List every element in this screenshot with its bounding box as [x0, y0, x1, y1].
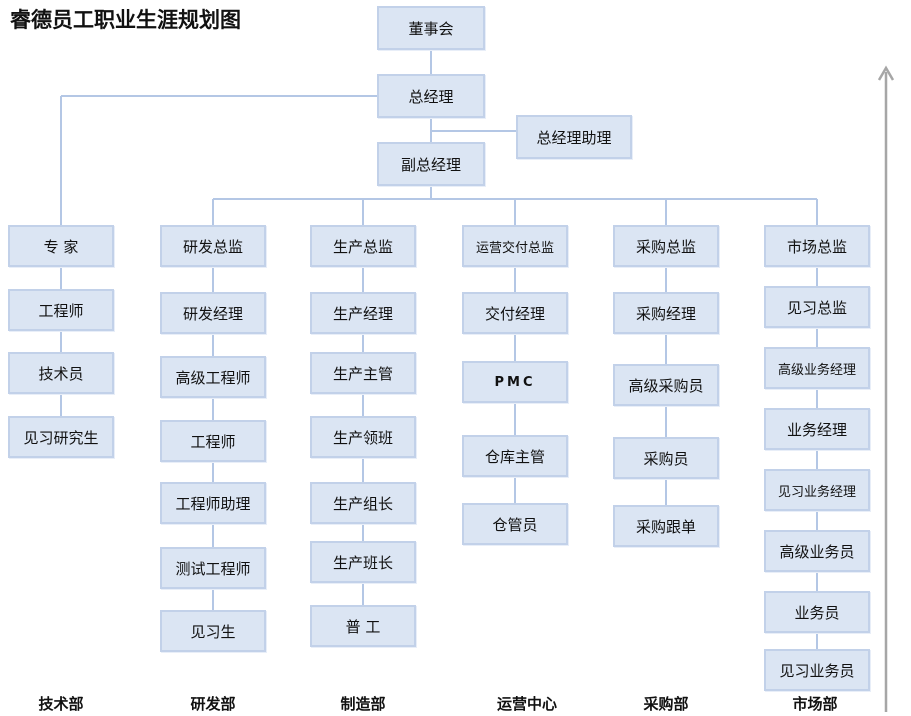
role-box: 采购总监 — [613, 225, 719, 267]
role-box: 见习业务经理 — [764, 469, 870, 511]
role-box: 运营交付总监 — [462, 225, 568, 267]
role-box: 生产经理 — [310, 292, 416, 334]
department-label: 制造部 — [340, 695, 386, 713]
role-box: 仓管员 — [462, 503, 568, 545]
role-box: 见习总监 — [764, 286, 870, 328]
role-box: 工程师助理 — [160, 482, 266, 524]
role-box: 研发经理 — [160, 292, 266, 334]
department-label: 技术部 — [38, 695, 84, 713]
role-box: 测试工程师 — [160, 547, 266, 589]
role-box: 高级工程师 — [160, 356, 266, 398]
role-box: 采购经理 — [613, 292, 719, 334]
board-box: 董事会 — [377, 6, 485, 50]
role-box: 见习生 — [160, 610, 266, 652]
role-box: PMC — [462, 361, 568, 403]
role-box: 生产主管 — [310, 352, 416, 394]
role-box: 技术员 — [8, 352, 114, 394]
role-box: 研发总监 — [160, 225, 266, 267]
role-box: 工程师 — [160, 420, 266, 462]
deputy-gm-box: 副总经理 — [377, 142, 485, 186]
department-label: 运营中心 — [496, 695, 557, 713]
role-box: 生产领班 — [310, 416, 416, 458]
general-manager-box: 总经理 — [377, 74, 485, 118]
role-box: 业务经理 — [764, 408, 870, 450]
role-box: 见习业务员 — [764, 649, 870, 691]
role-box: 业务员 — [764, 591, 870, 633]
role-box: 高级业务经理 — [764, 347, 870, 389]
progression-arrow-head-icon — [877, 65, 895, 81]
role-box: 生产组长 — [310, 482, 416, 524]
role-box: 高级业务员 — [764, 530, 870, 572]
department-label: 市场部 — [792, 695, 838, 713]
role-box: 采购跟单 — [613, 505, 719, 547]
gm-assistant-box: 总经理助理 — [516, 115, 632, 159]
role-box: 仓库主管 — [462, 435, 568, 477]
department-label: 研发部 — [190, 695, 236, 713]
page-title: 睿德员工职业生涯规划图 — [10, 7, 241, 32]
role-box: 生产总监 — [310, 225, 416, 267]
department-label: 采购部 — [643, 695, 689, 713]
role-box: 专 家 — [8, 225, 114, 267]
role-box: 高级采购员 — [613, 364, 719, 406]
role-box: 见习研究生 — [8, 416, 114, 458]
role-box: 普 工 — [310, 605, 416, 647]
role-box: 生产班长 — [310, 541, 416, 583]
role-box: 交付经理 — [462, 292, 568, 334]
role-box: 市场总监 — [764, 225, 870, 267]
role-box: 采购员 — [613, 437, 719, 479]
role-box: 工程师 — [8, 289, 114, 331]
